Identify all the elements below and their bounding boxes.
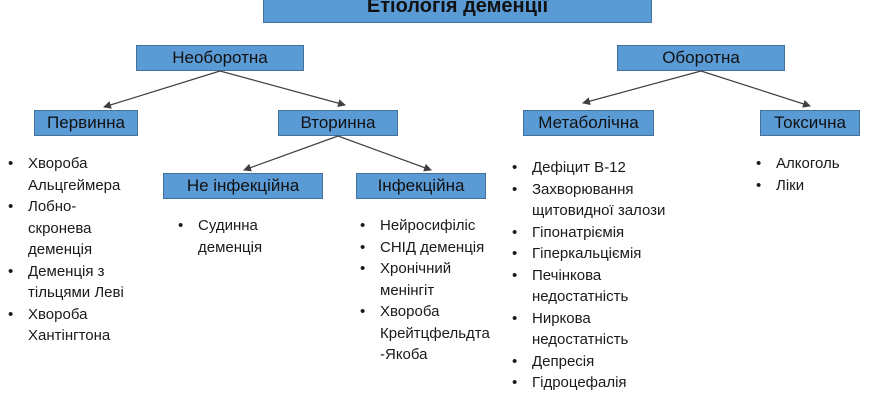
list-item-line: щитовидної залози (532, 202, 666, 219)
arrow-secondary-noninfectious (243, 135, 339, 172)
list-item-line: Депресія (532, 352, 595, 370)
arrow-irreversible-primary (103, 70, 221, 109)
node-secondary: Вторинна (278, 110, 398, 136)
list-item: Печінкова недостатність (512, 265, 692, 308)
node-reversible: Оборотна (617, 45, 785, 71)
list-item-line: недостатність (532, 331, 629, 348)
list-item-line: Хантінгтона (28, 327, 111, 344)
list-item-line: Лобно- (28, 198, 77, 215)
list-item-line: Судинна (198, 217, 258, 234)
list-item-line: Крейтцфельдта (380, 324, 490, 342)
arrow-reversible-metabolic (582, 70, 702, 106)
list-item: Ліки (756, 175, 866, 197)
list-item-line: Алкоголь (776, 155, 840, 172)
list-item-line: -Якоба (380, 346, 428, 363)
list-item-line: Гіперкальціємія (532, 245, 642, 262)
list-item-line: Гідроцефалія (532, 374, 627, 391)
node-irreversible: Необоротна (136, 45, 304, 71)
list-metabolic: Дефіцит В-12Захворювання щитовидної залоз… (512, 157, 692, 394)
list-item-line: Хронічний (380, 260, 452, 277)
node-infectious: Інфекційна (356, 173, 486, 199)
list-item-line: скронева (28, 219, 92, 237)
list-item-line: тільцями Леві (28, 284, 124, 301)
list-item: Алкоголь (756, 153, 866, 175)
list-item-line: Хвороба (28, 155, 88, 172)
list-item-line: Хвороба (28, 305, 88, 323)
list-item-line: Деменція з (28, 262, 105, 280)
list-item-line: Ниркова (532, 309, 591, 327)
node-primary: Первинна (34, 110, 138, 136)
list-item: Лобно-скронева деменція (8, 196, 158, 261)
arrow-reversible-toxic (700, 70, 811, 108)
list-item-line: Нейросифіліс (380, 217, 476, 234)
list-item-line: Ліки (776, 176, 805, 194)
list-item: Ниркова недостатність (512, 308, 692, 351)
list-item-line: Печінкова (532, 266, 602, 284)
list-item: Судинна деменція (178, 215, 328, 258)
list-item-line: деменція (198, 238, 263, 256)
node-metabolic: Метаболічна (523, 110, 654, 136)
arrow-irreversible-secondary (219, 70, 346, 108)
list-item: Нейросифіліс (360, 215, 510, 237)
node-toxic: Токсична (760, 110, 860, 136)
list-item-line: Дефіцит В-12 (532, 159, 626, 176)
list-item-line: недостатність (532, 288, 629, 305)
list-item: Дефіцит В-12 (512, 157, 692, 179)
list-item: Депресія (512, 351, 692, 373)
diagram-title: Етіологія деменції (263, 0, 652, 23)
list-toxic: АлкогольЛіки (756, 153, 866, 196)
list-item: СНІД деменція (360, 237, 510, 259)
list-item: Гідроцефалія (512, 372, 692, 394)
list-item-line: Захворювання (532, 180, 634, 198)
list-item: Хронічний менінгіт (360, 258, 510, 301)
list-primary: ХворобаАльцгеймераЛобно-скроневадеменція… (8, 153, 158, 347)
list-item-line: деменція (28, 241, 93, 258)
arrow-secondary-infectious (337, 135, 432, 172)
list-item-line: менінгіт (380, 281, 435, 299)
list-item-line: Хвороба (380, 303, 440, 320)
list-item: Захворювання щитовидної залози (512, 179, 692, 222)
list-item-line: Гіпонатріємія (532, 223, 625, 241)
list-item: Гіпонатріємія (512, 222, 692, 244)
list-item-line: Альцгеймера (28, 176, 121, 194)
list-noninfectious: Судинна деменція (178, 215, 328, 258)
node-noninfectious: Не інфекційна (163, 173, 323, 199)
list-item: Деменція з тільцями Леві (8, 261, 158, 304)
list-infectious: НейросифілісСНІД деменціяХронічний менінг… (360, 215, 510, 366)
list-item-line: СНІД деменція (380, 238, 485, 256)
list-item: Гіперкальціємія (512, 243, 692, 265)
